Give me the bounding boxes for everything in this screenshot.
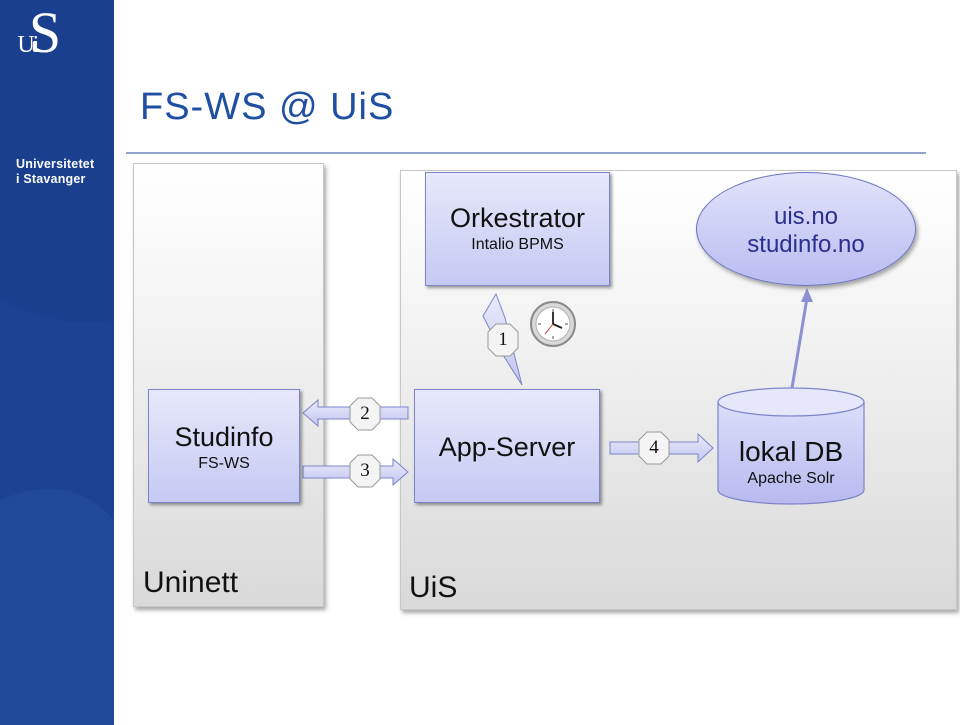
sidebar-branding: S U i Universitetet i Stavanger (0, 0, 114, 725)
studinfo-name: Studinfo (174, 422, 274, 452)
uis-label: UiS (409, 571, 458, 604)
db-to-sites-arrow (790, 288, 813, 389)
step-1-label: 1 (498, 329, 508, 350)
step-3-label: 3 (360, 460, 370, 481)
clock-icon (530, 301, 576, 347)
site-uis: uis.no (773, 203, 839, 230)
orchestrator-name: Orkestrator (449, 203, 586, 233)
uninett-label: Uninett (143, 566, 239, 599)
logo-text: Universitetet i Stavanger (16, 157, 94, 187)
step-badge-3 (349, 454, 381, 488)
studinfo-box: Studinfo FS-WS (148, 389, 300, 503)
title-divider (126, 152, 926, 154)
database-label: lokal DB Apache Solr (716, 436, 866, 488)
app-server-name: App-Server (438, 432, 576, 462)
database-name: lokal DB (738, 436, 844, 467)
logo-line-2: i Stavanger (16, 172, 86, 186)
orchestrator-box: Orkestrator Intalio BPMS (425, 172, 610, 286)
database-cylinder-icon (717, 387, 865, 505)
websites-ellipse: uis.no studinfo.no (696, 172, 916, 286)
uis-logo-icon: S U i (17, 0, 61, 62)
orchestrator-sub: Intalio BPMS (471, 236, 564, 253)
site-studinfo: studinfo.no (747, 231, 865, 258)
logo-line-1: Universitetet (16, 157, 95, 171)
studinfo-sub: FS-WS (198, 455, 250, 472)
step-badge-1 (487, 323, 519, 357)
svg-text:U: U (17, 32, 34, 58)
app-server-box: App-Server (414, 389, 600, 503)
step-4-label: 4 (649, 437, 659, 458)
step-badge-2 (349, 397, 381, 431)
svg-text:i: i (33, 32, 40, 58)
svg-text:S: S (29, 0, 61, 62)
database-sub: Apache Solr (747, 470, 835, 487)
uninett-panel (133, 163, 324, 607)
step-badge-4 (638, 431, 670, 465)
step-2-label: 2 (360, 403, 370, 424)
slide-title: FS-WS @ UiS (140, 86, 395, 128)
sidebar-decoration (0, 300, 114, 725)
